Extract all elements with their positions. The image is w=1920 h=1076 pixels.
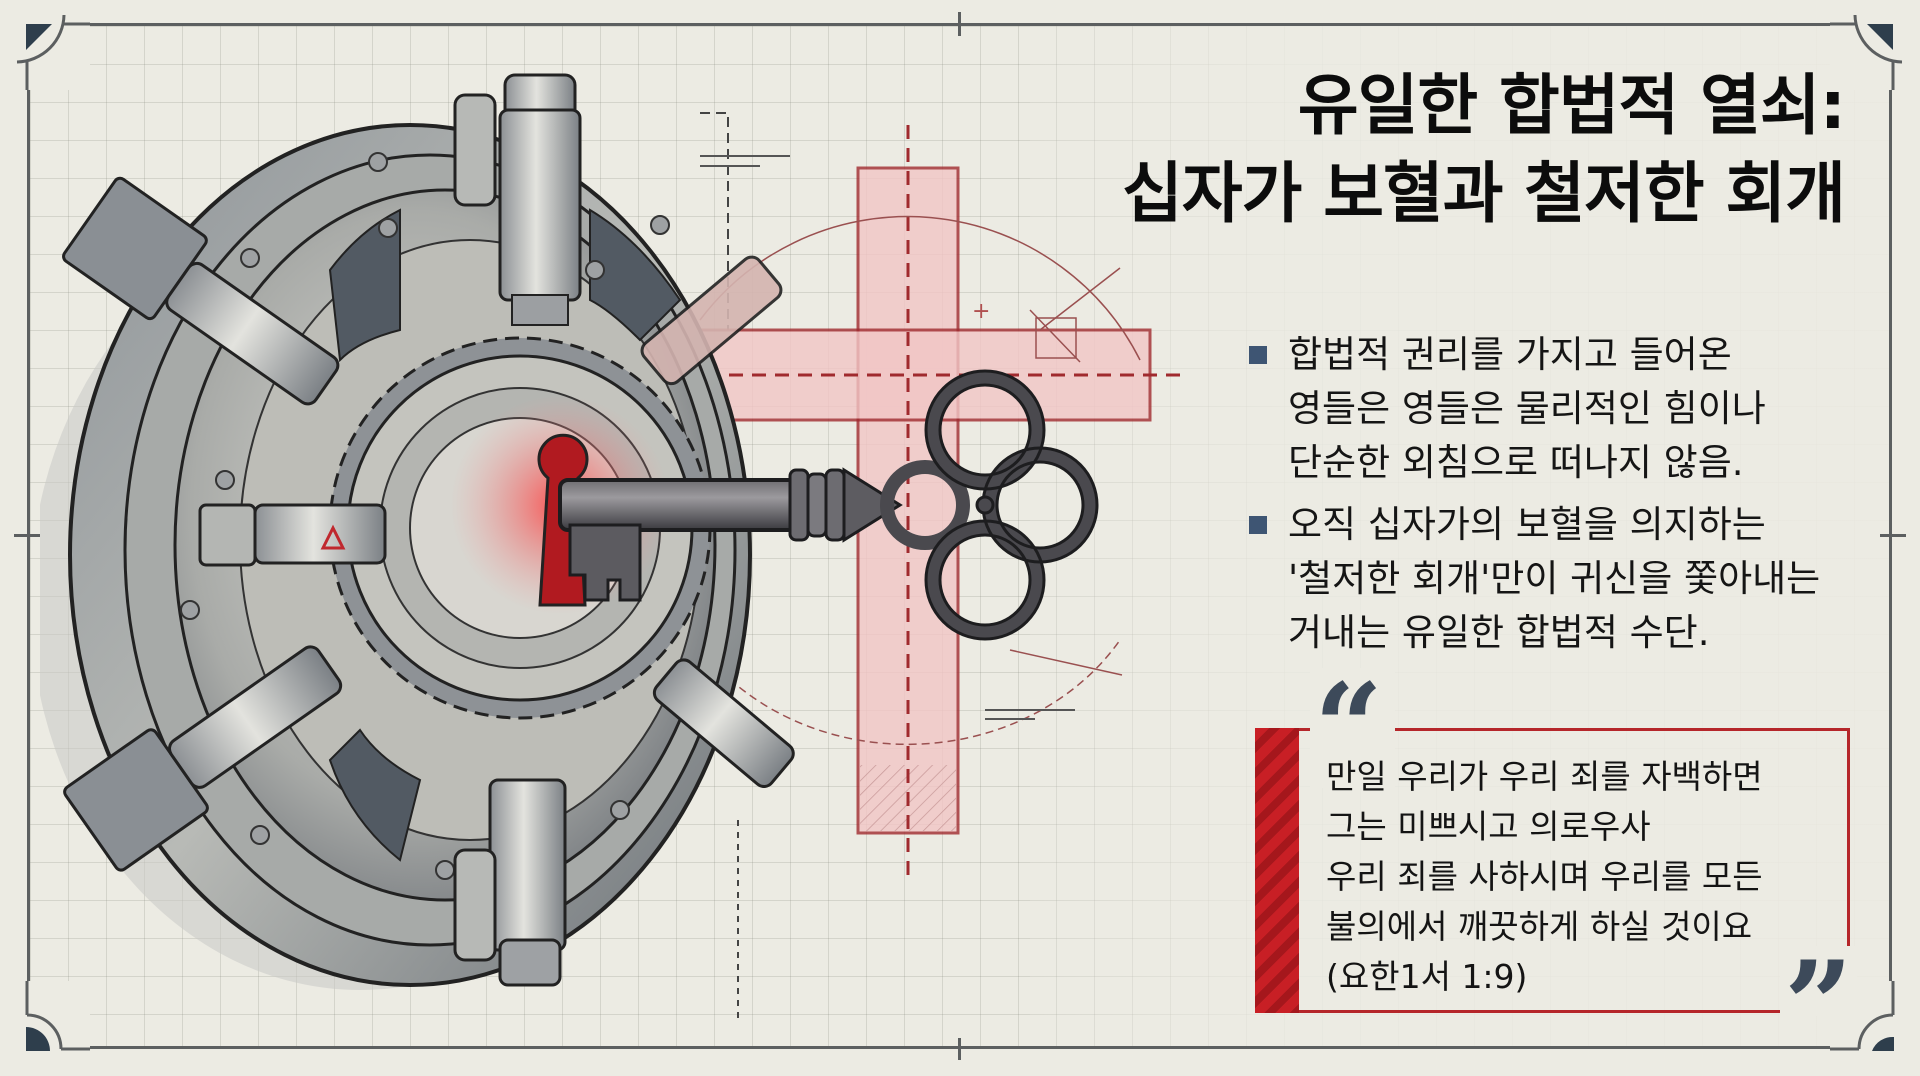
page-title: 유일한 합법적 열쇠: 십자가 보혈과 철저한 회개 <box>1122 62 1846 238</box>
svg-text:+: + <box>972 299 990 324</box>
scripture-quote-text: 만일 우리가 우리 죄를 자백하면 그는 미쁘시고 의로우사 우리 죄를 사하시… <box>1326 752 1763 1002</box>
quote-line: 만일 우리가 우리 죄를 자백하면 <box>1326 757 1763 796</box>
bullet-line: 거내는 유일한 합법적 수단. <box>1288 611 1710 654</box>
quote-line: 그는 미쁘시고 의로우사 <box>1326 807 1651 846</box>
frame-tick-right <box>1880 534 1906 537</box>
skeleton-key-icon <box>558 369 1099 641</box>
title-line-2: 십자가 보혈과 철저한 회개 <box>1122 155 1846 232</box>
locking-bolts <box>62 73 795 987</box>
bullet-line: 영들은 영들은 물리적인 힘이나 <box>1288 387 1766 430</box>
quote-reference: (요한1서 1:9) <box>1326 957 1528 996</box>
close-quote-icon: ” <box>1780 946 1858 1066</box>
vault-key-illustration: + <box>40 73 1180 1020</box>
bullet-item: 합법적 권리를 가지고 들어온 영들은 영들은 물리적인 힘이나 단순한 외침으… <box>1248 328 1868 490</box>
square-bullet-icon <box>1249 516 1267 534</box>
frame-tick-bottom <box>958 1038 961 1060</box>
title-line-1: 유일한 합법적 열쇠: <box>1297 67 1846 144</box>
corner-ornament-top-right <box>1830 0 1920 90</box>
bullet-list: 합법적 권리를 가지고 들어온 영들은 영들은 물리적인 힘이나 단순한 외침으… <box>1248 328 1868 668</box>
bullet-line: 오직 십자가의 보혈을 의지하는 <box>1288 503 1766 546</box>
corner-ornament-bottom-left <box>0 981 90 1071</box>
open-quote-icon: “ <box>1310 668 1396 788</box>
vault-door-icon <box>62 73 795 987</box>
corner-ornament-top-left <box>0 0 90 90</box>
frame-tick-left <box>14 534 40 537</box>
scripture-quote-box <box>1255 728 1850 1013</box>
bullet-line: '철저한 회개'만이 귀신을 쫓아내는 <box>1288 557 1821 600</box>
quote-line: 불의에서 깨끗하게 하실 것이요 <box>1326 907 1753 946</box>
warning-triangle-icon <box>320 524 346 550</box>
quote-line: 우리 죄를 사하시며 우리를 모든 <box>1326 857 1763 896</box>
bullet-line: 합법적 권리를 가지고 들어온 <box>1288 333 1732 376</box>
bullet-item: 오직 십자가의 보혈을 의지하는 '철저한 회개'만이 귀신을 쫓아내는 거내는… <box>1248 498 1868 660</box>
quote-accent-bar <box>1255 728 1299 1013</box>
bullet-line: 단순한 외침으로 떠나지 않음. <box>1288 441 1744 484</box>
grid-fade <box>1030 26 1890 1046</box>
frame-tick-top <box>958 12 961 36</box>
square-bullet-icon <box>1249 346 1267 364</box>
